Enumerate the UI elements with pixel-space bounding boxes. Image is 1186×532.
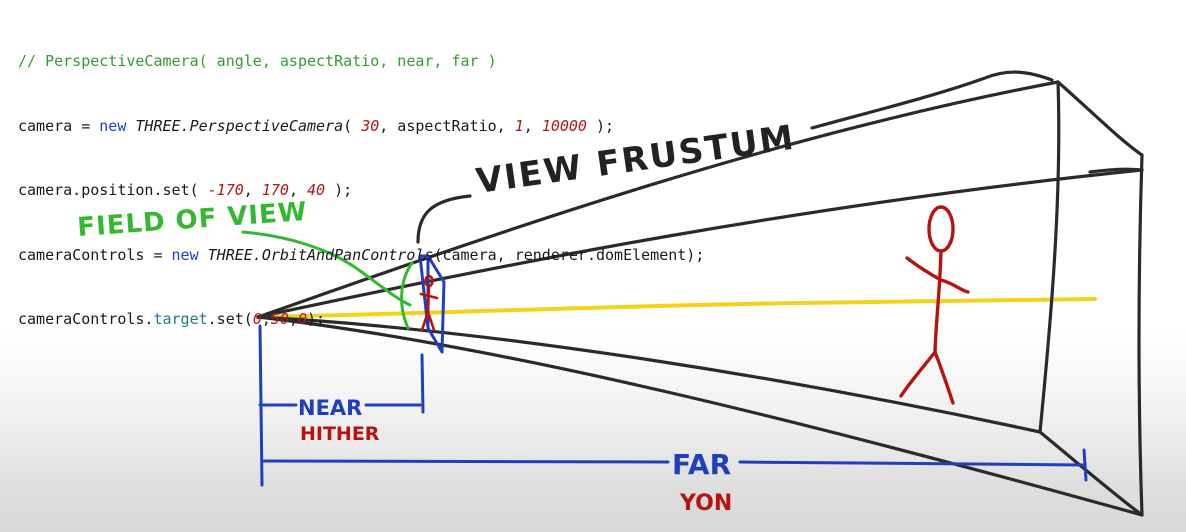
code-block: // PerspectiveCamera( angle, aspectRatio… — [18, 8, 704, 352]
code-line-target: cameraControls.target.set(0,50,0); — [18, 310, 326, 328]
near-label: NEAR — [298, 396, 362, 420]
near-far-brackets — [258, 324, 1088, 487]
code-line-position: camera.position.set( -170, 170, 40 ); — [18, 181, 353, 199]
far-figure — [899, 205, 970, 405]
code-line-controls: cameraControls = new THREE.OrbitAndPanCo… — [18, 245, 705, 264]
hither-label: HITHER — [300, 423, 380, 445]
code-comment: // PerspectiveCamera( angle, aspectRatio… — [18, 52, 497, 70]
yon-label: YON — [679, 491, 732, 516]
line-of-sight — [256, 297, 1097, 319]
near-figure — [419, 274, 439, 332]
frustum-outline — [256, 70, 1144, 517]
far-label: FAR — [672, 448, 731, 481]
code-line-camera: camera = new THREE.PerspectiveCamera( 30… — [18, 116, 615, 135]
field-of-view-marker — [241, 230, 414, 330]
